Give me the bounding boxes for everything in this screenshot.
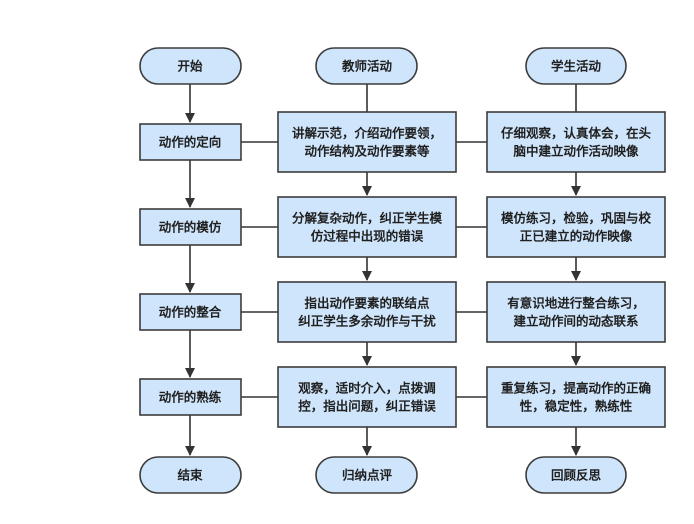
teacher-end-node: 归纳点评 [315, 456, 418, 494]
connector-group [185, 84, 581, 456]
stage-box-4: 动作的熟练 [139, 378, 242, 416]
teacher-box-2-line-2: 仿过程中出现的错误 [311, 229, 424, 244]
teacher-column: 教师活动 讲解示范，介绍动作要领， 动作结构及动作要素等 分解复杂动作，纠正学生… [277, 47, 457, 494]
teacher-box-2-line-1: 分解复杂动作，纠正学生模 [292, 211, 443, 226]
student-box-2-line-2: 正已建立的动作映像 [520, 229, 633, 244]
teacher-box-1: 讲解示范，介绍动作要领， 动作结构及动作要素等 [277, 111, 457, 173]
student-box-3-line-1: 有意识地进行整合练习， [507, 296, 645, 311]
teacher-end-label: 归纳点评 [342, 468, 393, 483]
student-box-1: 仔细观察，认真体会，在头 脑中建立动作活动映像 [486, 111, 666, 173]
student-box-4-line-1: 重复练习，提高动作的正确 [501, 381, 651, 396]
stage-box-3: 动作的整合 [139, 293, 242, 331]
stage-box-2: 动作的模仿 [139, 208, 242, 246]
teacher-header-node: 教师活动 [315, 47, 418, 85]
student-box-2: 模仿练习，检验，巩固与校 正已建立的动作映像 [486, 196, 666, 258]
student-column: 学生活动 仔细观察，认真体会，在头 脑中建立动作活动映像 模仿练习，检验，巩固与… [486, 47, 666, 494]
start-label: 开始 [177, 59, 203, 74]
student-end-label: 回顾反思 [551, 468, 602, 483]
student-header-node: 学生活动 [525, 47, 627, 85]
student-box-4: 重复练习，提高动作的正确 性，稳定性，熟练性 [486, 366, 666, 428]
end-label: 结束 [177, 468, 203, 483]
teacher-box-1-line-2: 动作结构及动作要素等 [304, 144, 430, 159]
start-node: 开始 [139, 47, 242, 85]
teacher-box-1-line-1: 讲解示范，介绍动作要领， [292, 126, 442, 141]
student-end-node: 回顾反思 [525, 456, 627, 494]
student-header-label: 学生活动 [551, 59, 602, 74]
teacher-box-2: 分解复杂动作，纠正学生模 仿过程中出现的错误 [277, 196, 457, 258]
stage-label-4: 动作的熟练 [159, 390, 222, 405]
teacher-box-3: 指出动作要素的联结点 纠正学生多余动作与干扰 [277, 281, 457, 343]
stage-box-1: 动作的定向 [139, 123, 242, 161]
student-box-4-line-2: 性，稳定性，熟练性 [519, 399, 633, 414]
student-box-3: 有意识地进行整合练习， 建立动作间的动态联系 [486, 281, 666, 343]
teacher-box-3-line-2: 纠正学生多余动作与干扰 [298, 314, 436, 329]
end-node: 结束 [139, 456, 242, 494]
student-box-1-line-1: 仔细观察，认真体会，在头 [501, 126, 652, 141]
teacher-box-4: 观察，适时介入，点拨调 控，指出问题，纠正错误 [277, 366, 457, 428]
teacher-box-4-line-1: 观察，适时介入，点拨调 [298, 381, 436, 396]
stage-column: 开始 动作的定向 动作的模仿 动作的整合 动作的熟练 结束 [139, 47, 242, 494]
student-box-3-line-2: 建立动作间的动态联系 [513, 314, 639, 329]
teacher-box-3-line-1: 指出动作要素的联结点 [304, 296, 430, 311]
teacher-box-4-line-2: 控，指出问题，纠正错误 [298, 399, 436, 414]
student-box-2-line-1: 模仿练习，检验，巩固与校 [501, 211, 652, 226]
student-box-1-line-2: 脑中建立动作活动映像 [512, 144, 639, 159]
stage-label-2: 动作的模仿 [159, 220, 222, 235]
stage-label-3: 动作的整合 [159, 305, 222, 320]
teacher-header-label: 教师活动 [341, 59, 393, 74]
stage-label-1: 动作的定向 [159, 135, 222, 150]
